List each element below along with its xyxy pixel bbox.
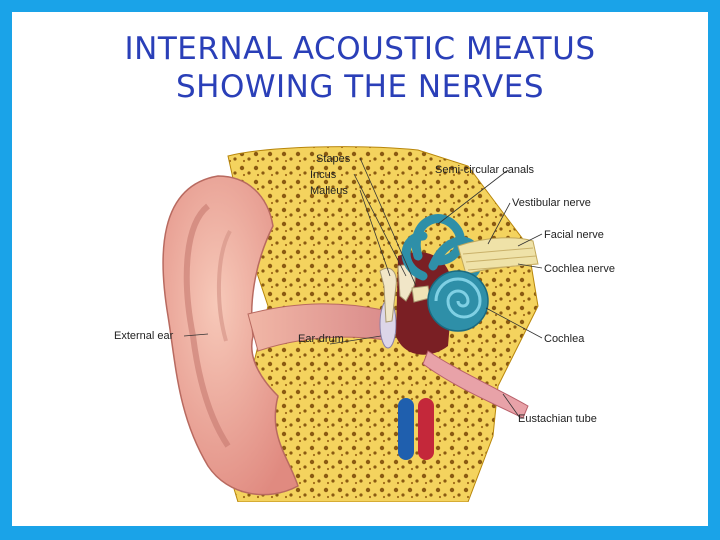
label-stapes: Stapes (316, 153, 351, 165)
label-malleus: Malleus (310, 185, 348, 197)
title-line-2: SHOWING THE NERVES (175, 69, 545, 105)
label-external-ear: External ear (114, 330, 174, 342)
ear-fold (183, 203, 231, 448)
label-eustachian-tube: Eustachian tube (518, 413, 597, 425)
label-cochlea-nerve: Cochlea nerve (544, 263, 615, 275)
vein-shape (398, 398, 414, 460)
artery-shape (418, 398, 434, 460)
ear-anatomy-diagram: Stapes Incus Malleus Semi-circular canal… (98, 136, 618, 502)
slide-title: INTERNAL ACOUSTIC MEATUS SHOWING THE NER… (12, 30, 708, 106)
ear-diagram-svg: Stapes Incus Malleus Semi-circular canal… (114, 146, 615, 502)
label-cochlea: Cochlea (544, 333, 585, 345)
malleus-shape (379, 267, 397, 323)
label-ear-drum: Ear-drum (298, 333, 344, 345)
ear-fold-inner (216, 230, 232, 342)
cochlea-shape (427, 270, 489, 332)
slide: INTERNAL ACOUSTIC MEATUS SHOWING THE NER… (12, 12, 708, 526)
label-incus: Incus (310, 169, 337, 181)
label-facial-nerve: Facial nerve (544, 229, 604, 241)
eustachian-tube-shape (422, 350, 529, 419)
title-line-1: INTERNAL ACOUSTIC MEATUS (124, 31, 596, 67)
leader-lines (183, 157, 543, 419)
external-ear-shape (162, 175, 299, 496)
label-semicircular-canals: Semi-circular canals (435, 164, 535, 176)
label-vestibular-nerve: Vestibular nerve (512, 197, 591, 209)
